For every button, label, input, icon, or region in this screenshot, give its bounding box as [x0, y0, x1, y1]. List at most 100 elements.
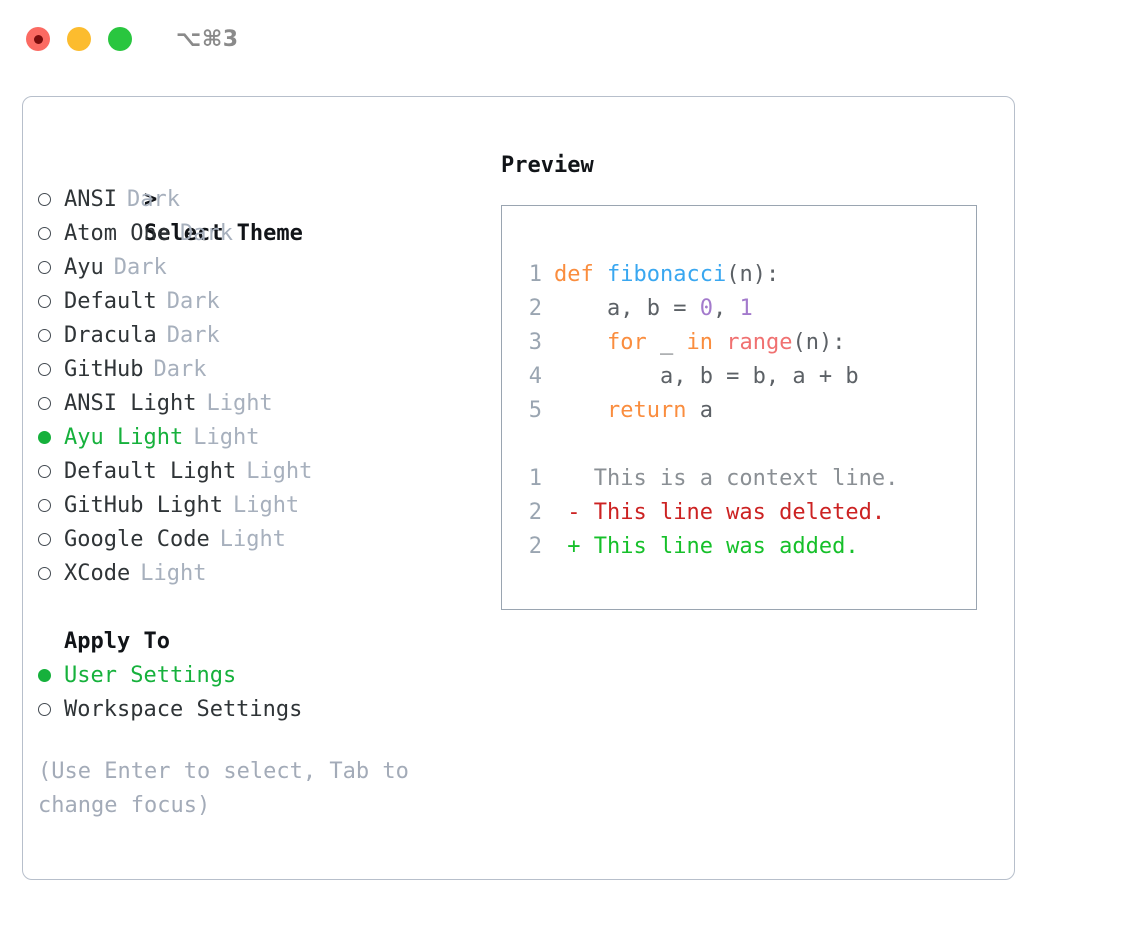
code-token-kw: return	[606, 398, 687, 423]
close-button[interactable]	[26, 27, 50, 51]
code-token-num: 0	[699, 296, 713, 321]
diff-text: - This line was deleted.	[554, 500, 886, 525]
code-diff-separator	[502, 428, 976, 462]
theme-option-ansi-light[interactable]: ANSI Light Light	[38, 387, 468, 421]
theme-option-kind: Dark	[166, 289, 220, 314]
maximize-button[interactable]	[108, 27, 132, 51]
code-token-pl	[554, 330, 607, 355]
theme-option-kind: Dark	[153, 357, 207, 382]
preview-heading: Preview	[501, 153, 594, 178]
prompt-marker: >	[143, 187, 158, 212]
code-token-fn: fibonacci	[606, 262, 727, 287]
apply-to-option-label: User Settings	[64, 663, 237, 688]
theme-option-kind: Dark	[113, 255, 167, 280]
code-token-pl: ,	[712, 296, 740, 321]
code-line: 2 a, b = 0, 1	[502, 292, 976, 326]
page-title-label: Select Theme	[143, 221, 303, 246]
code-text: for _ in range(n):	[554, 326, 845, 360]
line-number: 2	[528, 296, 542, 321]
radio-dot	[38, 430, 51, 444]
apply-to-option-user-settings[interactable]: User Settings	[38, 659, 468, 693]
diff-line-del: 2 - This line was deleted.	[502, 496, 976, 530]
radio-unselected-icon	[38, 387, 64, 421]
radio-unselected-icon	[38, 285, 64, 319]
minimize-button[interactable]	[67, 27, 91, 51]
code-token-pl	[554, 398, 607, 423]
page-title: > Select Theme	[38, 149, 468, 246]
theme-option-xcode[interactable]: XCode Light	[38, 557, 468, 591]
radio-dot	[38, 192, 51, 206]
theme-option-label: ANSI Light	[64, 391, 197, 416]
radio-dot	[38, 464, 51, 478]
code-token-pl	[713, 330, 726, 355]
diff-block: 1 This is a context line.2 - This line w…	[502, 462, 976, 564]
theme-option-kind: Dark	[126, 187, 180, 212]
radio-unselected-icon	[38, 251, 64, 285]
list-spacer	[38, 591, 468, 625]
radio-dot	[38, 702, 51, 716]
theme-option-default[interactable]: Default Dark	[38, 285, 468, 319]
theme-option-kind: Light	[206, 391, 273, 416]
radio-selected-icon	[38, 659, 64, 693]
apply-to-heading: Apply To	[64, 629, 170, 654]
theme-option-label: Default Light	[64, 459, 237, 484]
theme-option-ansi[interactable]: ANSI Dark	[38, 183, 468, 217]
radio-unselected-icon	[38, 183, 64, 217]
theme-option-label: Ayu Light	[64, 425, 184, 450]
line-number: 4	[528, 364, 542, 389]
radio-dot	[38, 498, 51, 512]
radio-dot	[38, 328, 51, 342]
line-number: 1	[528, 262, 542, 287]
line-number: 2	[528, 500, 542, 525]
theme-option-kind: Light	[246, 459, 313, 484]
theme-option-kind: Dark	[166, 323, 220, 348]
diff-text: + This line was added.	[554, 534, 859, 559]
code-line: 4 a, b = b, a + b	[502, 360, 976, 394]
radio-unselected-icon	[38, 693, 64, 727]
code-token-call: range	[726, 330, 793, 355]
theme-option-label: Dracula	[64, 323, 157, 348]
code-block: 1 def fibonacci (n): 2 a, b = 0, 1 3 for _ i…	[502, 258, 976, 428]
theme-option-label: ANSI	[64, 187, 117, 212]
radio-unselected-icon	[38, 523, 64, 557]
theme-option-label: GitHub	[64, 357, 144, 382]
radio-dot	[38, 668, 51, 682]
theme-option-label: Default	[64, 289, 157, 314]
theme-option-dracula[interactable]: Dracula Dark	[38, 319, 468, 353]
apply-to-option-label: Workspace Settings	[64, 697, 303, 722]
radio-dot	[38, 532, 51, 546]
code-text: a, b = b, a + b	[554, 360, 859, 394]
line-number: 3	[528, 330, 542, 355]
theme-option-label: XCode	[64, 561, 131, 586]
diff-text: This is a context line.	[554, 466, 899, 491]
code-token-kw: def	[554, 262, 607, 287]
theme-option-kind: Light	[140, 561, 207, 586]
theme-option-label: GitHub Light	[64, 493, 223, 518]
radio-dot	[38, 260, 51, 274]
code-token-num: 1	[739, 296, 753, 321]
radio-unselected-icon	[38, 455, 64, 489]
theme-option-github[interactable]: GitHub Dark	[38, 353, 468, 387]
theme-option-label: Atom One	[64, 221, 170, 246]
apply-to-option-workspace-settings[interactable]: Workspace Settings	[38, 693, 468, 727]
preview-panel: Preview 1 def fibonacci (n): 2 a, b = 0, 1 3…	[501, 149, 1001, 610]
code-token-pl: (n):	[792, 330, 846, 355]
theme-option-default-light[interactable]: Default Light Light	[38, 455, 468, 489]
radio-unselected-icon	[38, 217, 64, 251]
diff-line-ctx: 1 This is a context line.	[502, 462, 976, 496]
diff-line-add: 2 + This line was added.	[502, 530, 976, 564]
code-token-kw: for	[606, 330, 647, 355]
line-number: 1	[528, 466, 542, 491]
radio-dot	[38, 396, 51, 410]
